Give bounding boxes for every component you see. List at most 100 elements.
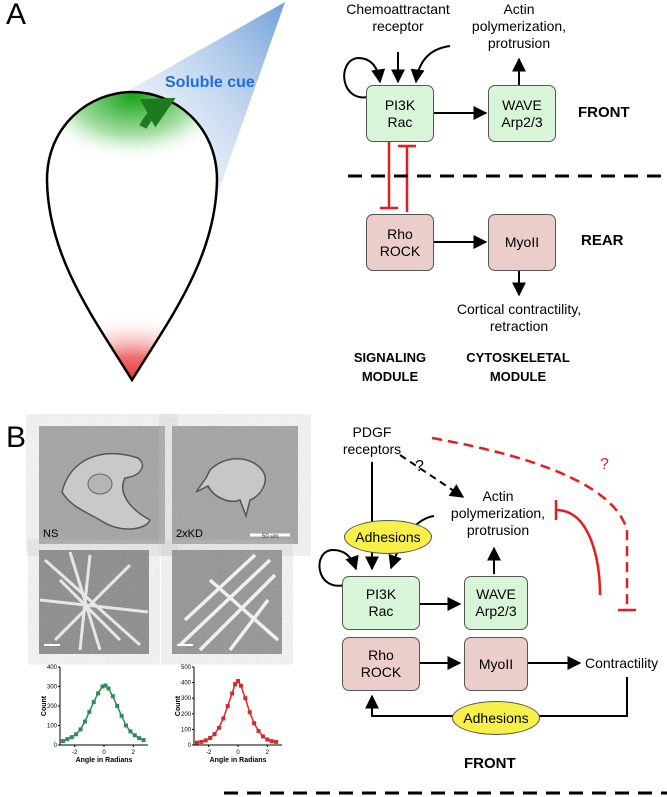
hist-xlabel: Angle in Radians (210, 757, 267, 764)
actin-label-b: Actin polymerization, protrusion (450, 488, 546, 538)
hist-ylabel: Count (41, 695, 48, 716)
hist-point (256, 728, 261, 733)
hist-point (208, 735, 213, 740)
hist-point (82, 719, 87, 724)
hist-point (60, 739, 65, 744)
micrograph-ns-cell (39, 426, 165, 544)
pdgf-receptors-label: PDGF receptors (342, 424, 402, 457)
question-mark-red: ? (600, 456, 609, 473)
hist-xtick-label: 0 (236, 750, 240, 756)
signaling-module-label: SIGNALING MODULE (353, 350, 427, 384)
hist-point (274, 739, 279, 744)
hist-point (132, 733, 137, 738)
pi3k-rac-box-b: PI3K Rac (342, 576, 420, 630)
hist-point (96, 691, 101, 696)
hist-ytick-label: 300 (47, 685, 58, 691)
hist-ytick-label: 0 (188, 743, 192, 749)
hist-ytick-label: 300 (181, 696, 192, 702)
hist-point (74, 732, 79, 737)
myo-box: MyoII (488, 214, 556, 271)
hist-point (221, 716, 226, 721)
cell-outline (45, 90, 219, 383)
wave-arp-box: WAVE Arp2/3 (488, 85, 556, 142)
hist-point (115, 704, 120, 708)
scale-bar-label: 50 um (262, 534, 279, 540)
hist-point (103, 683, 108, 688)
hist-ytick-label: 100 (181, 727, 192, 733)
cortical-label: Cortical contractility, retraction (456, 301, 582, 334)
hist-point (238, 683, 243, 688)
hist-ytick-label: 100 (47, 724, 58, 730)
panel-letter-b: B (6, 421, 27, 454)
hist-point (225, 704, 230, 708)
soluble-cue-label: Soluble cue (165, 74, 255, 91)
actin-top-label: Actin polymerization, protrusion (471, 1, 567, 51)
hist-ytick-label: 400 (181, 681, 192, 687)
wave-arp-box-b: WAVE Arp2/3 (464, 576, 528, 630)
hist-xtick-label: 2 (266, 750, 270, 756)
hist-xtick-label: -2 (206, 750, 212, 756)
hist-xtick-label: -2 (72, 750, 78, 756)
hist-point (247, 710, 252, 715)
hist-point (230, 691, 235, 696)
hist-point (119, 713, 124, 718)
ns-label: NS (43, 528, 59, 540)
hist-ytick-label: 400 (47, 665, 58, 671)
myo-box-b: MyoII (464, 637, 528, 691)
hist-ytick-label: 200 (47, 704, 58, 710)
question-mark-black: ? (415, 458, 424, 475)
hist-point (69, 735, 74, 740)
hist-ytick-label: 0 (54, 743, 58, 749)
hist-point (65, 737, 70, 742)
hist-point (243, 696, 248, 701)
rho-rock-box-b: Rho ROCK (342, 637, 420, 691)
adhesions-oval-bottom: Adhesions (452, 701, 540, 735)
hist-point (106, 686, 111, 691)
hist-point (124, 723, 128, 728)
hist-xlabel: Angle in Radians (76, 757, 133, 764)
hist-point (87, 709, 92, 714)
actin-feedback-arrow (410, 45, 451, 84)
hist-xtick-label: 0 (102, 750, 106, 756)
contractility-label: Contractility (585, 655, 659, 671)
micrograph-ns-actin (39, 550, 149, 654)
panel-letter-a: A (6, 0, 27, 31)
hist-point (194, 740, 199, 745)
hist-point (269, 739, 274, 744)
hist-point (233, 682, 238, 687)
hist-point (265, 737, 270, 742)
hist-point (128, 729, 133, 734)
hist-fit-curve (196, 679, 277, 744)
pdgf-to-actin-dashed (399, 454, 465, 498)
front-label-a: FRONT (578, 104, 630, 121)
front-label-b: FRONT (464, 755, 516, 772)
hist-point (137, 736, 142, 741)
pdgf-to-contractility-dashed (431, 436, 629, 610)
hist-xtick-label: 2 (132, 750, 136, 756)
chemo-receptor-label: Chemoattractant receptor (346, 1, 450, 34)
hist-point (203, 738, 208, 743)
hist-ytick-label: 500 (181, 665, 192, 671)
micrograph-kd-actin (172, 550, 282, 654)
cell-body (47, 92, 217, 380)
hist-ytick-label: 200 (181, 712, 192, 718)
hist-point (260, 734, 265, 739)
kd-label: 2xKD (176, 528, 203, 540)
adhesions-oval-top: Adhesions (344, 520, 432, 554)
hist-point (91, 700, 96, 705)
hist-point (78, 727, 83, 732)
pi3k-self-loop (343, 56, 386, 99)
hist-point (236, 679, 240, 684)
cytoskeletal-module-label: CYTOSKELETAL MODULE (466, 350, 570, 384)
micrograph-kd-cell (172, 426, 298, 544)
hist-point (110, 694, 115, 699)
pi3k-self-loop-b (318, 548, 359, 587)
hist-point (216, 725, 221, 730)
rear-label: REAR (581, 232, 624, 249)
hist-point (141, 738, 146, 743)
hist-ylabel: Count (175, 695, 182, 716)
cue-arrow (139, 97, 176, 129)
hist-point (212, 732, 217, 737)
